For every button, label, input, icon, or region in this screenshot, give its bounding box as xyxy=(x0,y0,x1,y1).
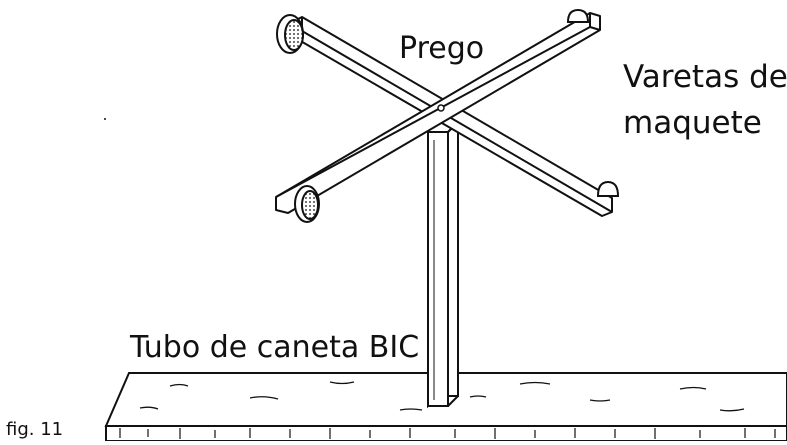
label-sticks-line2: maquete xyxy=(623,105,762,141)
model-sticks xyxy=(275,12,613,217)
cup-top-left xyxy=(276,14,304,54)
figure-caption: fig. 11 xyxy=(6,419,64,440)
nail xyxy=(437,104,445,112)
label-sticks-line1: Varetas de xyxy=(623,59,787,95)
stray-mark xyxy=(104,118,106,120)
cup-top-right xyxy=(566,8,590,23)
cup-bottom-right xyxy=(596,180,620,197)
cup-bottom-left xyxy=(294,185,320,223)
label-nail: Prego xyxy=(399,31,485,66)
pen-tube xyxy=(427,119,459,409)
label-tube: Tubo de caneta BIC xyxy=(130,330,420,365)
